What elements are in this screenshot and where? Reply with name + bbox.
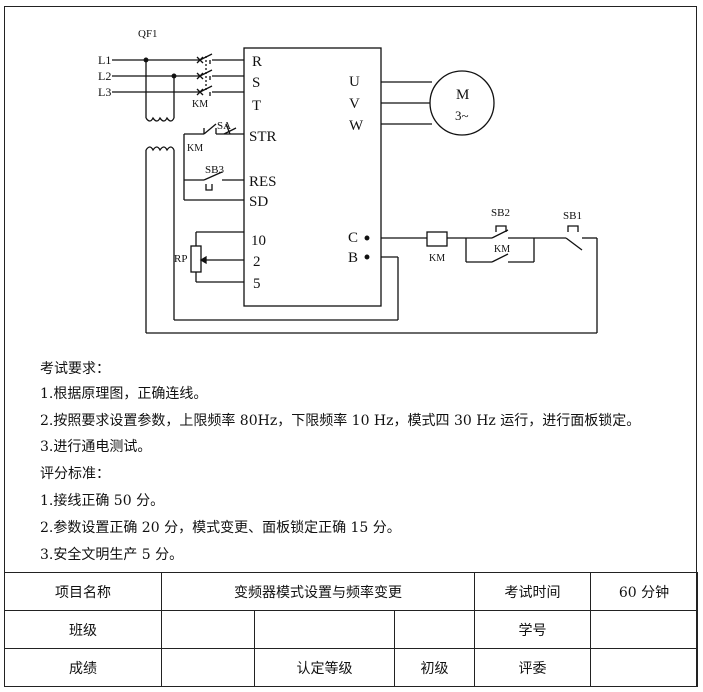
scoring-item: 3.安全文明生产 5 分。 [40,547,184,563]
sa-label: SA [217,120,231,132]
judge-value[interactable] [590,648,699,687]
requirement-item: 1.根据原理图，正确连线。 [40,386,208,402]
terminal-s: S [252,75,260,91]
motor-phase: 3~ [455,108,469,123]
time-label: 考试时间 [474,572,592,611]
judge-label: 评委 [474,648,592,687]
blank-cell [393,610,476,649]
class-label: 班级 [4,610,162,649]
terminal-b: B [348,250,358,266]
score-label: 成绩 [4,648,162,687]
terminal-res: RES [249,174,277,190]
terminal-r: R [252,54,262,70]
table-row: 项目名称 变频器模式设置与频率变更 考试时间 60 分钟 [4,572,699,611]
level-label: 认定等级 [254,648,395,687]
terminal-2: 2 [253,254,261,270]
l3-label: L3 [98,85,111,99]
sb2-label: SB2 [491,207,510,219]
km-coil-label: KM [429,253,445,264]
km-str-label: KM [187,143,203,154]
level-value: 初级 [393,648,476,687]
terminal-10: 10 [251,233,266,249]
exam-sheet [4,6,697,687]
terminal-v: V [349,96,360,112]
requirements-title: 考试要求： [40,361,110,377]
km-seal-label: KM [494,244,510,255]
scoring-item: 1.接线正确 50 分。 [40,493,165,509]
rp-label: RP [174,253,187,265]
info-table: 项目名称 变频器模式设置与频率变更 考试时间 60 分钟 班级 学号 成绩 认定… [4,572,699,687]
l2-label: L2 [98,69,111,83]
l1-label: L1 [98,53,111,67]
terminal-w: W [349,118,364,134]
table-row: 成绩 认定等级 初级 评委 [4,648,699,687]
km-main-label: KM [192,99,208,110]
terminal-t: T [252,98,261,114]
project-label: 项目名称 [4,572,162,611]
scoring-item: 2.参数设置正确 20 分，模式变更、面板锁定正确 15 分。 [40,520,401,536]
inverter-box [243,47,382,307]
score-value[interactable] [161,648,255,687]
terminal-sd: SD [249,194,268,210]
terminal-u: U [349,74,360,90]
circuit-diagram: QF1 L1 L2 L3 KM R S T SA KM STR SB3 RES … [98,28,598,334]
scoring-title: 评分标准： [40,466,110,482]
student-no-label: 学号 [474,610,592,649]
sb1-label: SB1 [563,210,582,222]
project-value: 变频器模式设置与频率变更 [160,572,476,611]
terminal-str: STR [249,129,277,145]
motor-letter: M [456,87,469,103]
terminal-5: 5 [253,276,261,292]
terminal-c: C [348,230,358,246]
time-value: 60 分钟 [590,572,699,611]
requirement-item: 2.按照要求设置参数，上限频率 80Hz，下限频率 10 Hz，模式四 30 H… [40,413,641,429]
sb3-label: SB3 [205,164,224,176]
qf1-label: QF1 [138,28,158,40]
blank-cell [254,610,395,649]
class-value[interactable] [161,610,255,649]
student-no-value[interactable] [590,610,699,649]
requirement-item: 3.进行通电测试。 [40,439,152,455]
table-row: 班级 学号 [4,610,699,649]
